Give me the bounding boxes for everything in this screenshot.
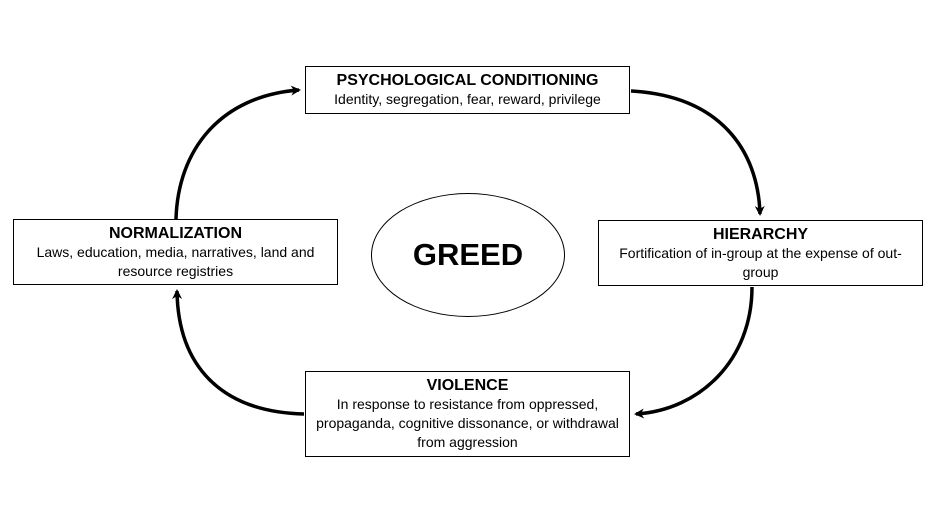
- box-psychological-conditioning: PSYCHOLOGICAL CONDITIONING Identity, seg…: [305, 66, 630, 114]
- box-description: Fortification of in-group at the expense…: [619, 244, 902, 280]
- box-title: NORMALIZATION: [108, 224, 242, 242]
- arrow-violence-to-normalization: [172, 289, 305, 416]
- arrow-normalization-to-psych: [174, 85, 301, 220]
- box-title: PSYCHOLOGICAL CONDITIONING: [336, 72, 599, 89]
- box-description: Laws, education, media, narratives, land…: [36, 243, 315, 279]
- box-description: Identity, segregation, fear, reward, pri…: [334, 91, 601, 107]
- arrow-hierarchy-to-violence: [634, 286, 754, 419]
- box-normalization: NORMALIZATION Laws, education, media, na…: [13, 219, 338, 285]
- box-hierarchy: HIERARCHY Fortification of in-group at t…: [598, 220, 923, 286]
- center-ellipse: GREED: [371, 193, 565, 317]
- arrow-psych-to-hierarchy: [630, 89, 765, 216]
- box-title: HIERARCHY: [712, 225, 809, 243]
- box-description: In response to resistance from oppressed…: [316, 396, 619, 450]
- center-label: GREED: [412, 237, 524, 272]
- box-violence: VIOLENCE In response to resistance from …: [305, 371, 630, 457]
- box-title: VIOLENCE: [426, 377, 509, 394]
